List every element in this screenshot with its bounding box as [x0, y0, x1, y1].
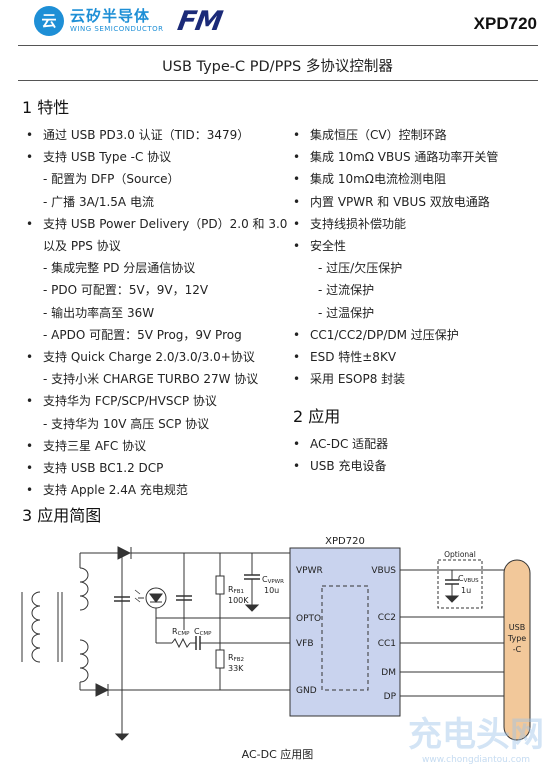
pin-gnd: GND [296, 686, 317, 696]
feature-bullet: 支持 Apple 2.4A 充电规范 [26, 479, 287, 501]
feature-bullet: 安全性 [293, 235, 498, 257]
feature-subitem: - 过温保护 [318, 305, 375, 320]
document-title: USB Type-C PD/PPS 多协议控制器 [162, 59, 393, 75]
usb-connector-label-1: USB [509, 623, 525, 632]
part-number: XPD720 [473, 14, 537, 33]
feature-bullet: 支持 USB Power Delivery（PD）2.0 和 3.0 [26, 213, 287, 235]
pin-dm: DM [381, 668, 396, 678]
cvpwr-label: CVPWR [262, 575, 284, 585]
feature-list-left: 通过 USB PD3.0 认证（TID：3479）支持 USB Type -C … [26, 124, 287, 502]
watermark-logo: 充电头网 www.chongdiantou.com [408, 715, 544, 765]
feature-bullet: ESD 特性±8KV [293, 346, 498, 368]
feature-bullet: 集成恒压（CV）控制环路 [293, 124, 498, 146]
optocoupler-icon [134, 587, 290, 619]
feature-bullet: 集成 10mΩ VBUS 通路功率开关管 [293, 146, 498, 168]
feature-subitem: - 输出功率高至 36W [43, 305, 155, 320]
ccmp-label: CCMP [194, 627, 212, 637]
pin-opto: OPTO [296, 614, 321, 624]
feedback-network [155, 553, 290, 690]
watermark-brand: 充电头网 [408, 715, 544, 755]
company-name-cn: 云矽半导体 [70, 7, 151, 25]
output-rectifier [114, 546, 290, 730]
ground-rail [80, 683, 290, 741]
title-divider [18, 80, 538, 81]
diagram-caption: AC-DC 应用图 [241, 748, 314, 761]
feature-bullet: 内置 VPWR 和 VBUS 双放电通路 [293, 191, 498, 213]
feature-bullet: 通过 USB PD3.0 认证（TID：3479） [26, 124, 287, 146]
pin-vpwr: VPWR [296, 566, 323, 576]
page-header: 云 云矽半导体 WING SEMICONDUCTOR FM XPD720 [0, 0, 555, 46]
section-heading-diagram: 3 应用简图 [22, 506, 102, 525]
feature-bullet: 支持华为 FCP/SCP/HVSCP 协议 [26, 390, 287, 412]
rfb1-label: RFB1 [228, 585, 244, 595]
feature-bullet: 集成 10mΩ电流检测电阻 [293, 168, 498, 190]
chip-name-label: XPD720 [325, 536, 365, 547]
output-side [400, 559, 531, 741]
application-schematic: XPD720 VPWR OPTO VFB GND VBUS CC2 CC1 DM… [21, 536, 531, 741]
watermark-url: www.chongdiantou.com [422, 755, 530, 765]
pin-vbus: VBUS [371, 566, 396, 576]
feature-subitem: - 过压/欠压保护 [318, 261, 403, 276]
cvbus-label: CVBUS [458, 574, 479, 584]
rfb2-value: 33K [228, 664, 244, 673]
company-name-en: WING SEMICONDUCTOR [70, 25, 164, 33]
cvpwr-value: 10u [264, 586, 279, 595]
feature-bullet: AC-DC 适配器 [293, 433, 388, 455]
application-list: AC-DC 适配器USB 充电设备 [293, 433, 388, 478]
feature-bullet: USB 充电设备 [293, 455, 388, 477]
usb-connector-label-3: -C [513, 645, 522, 654]
transformer [21, 552, 118, 690]
feature-bullet: CC1/CC2/DP/DM 过压保护 [293, 324, 498, 346]
feature-subitem: - 过流保护 [318, 283, 375, 298]
feature-subitem: - 支持小米 CHARGE TURBO 27W 协议 [43, 372, 259, 387]
rfb1-value: 100K [228, 596, 249, 605]
chip-internal-switch [321, 585, 369, 691]
feature-bullet: 支持三星 AFC 协议 [26, 435, 287, 457]
section-heading-applications: 2 应用 [293, 407, 341, 426]
feature-list-right: 集成恒压（CV）控制环路集成 10mΩ VBUS 通路功率开关管集成 10mΩ电… [293, 124, 498, 391]
company-logo-icon: 云 [34, 6, 64, 36]
rfb2-label: RFB2 [228, 653, 244, 663]
section-heading-features: 1 特性 [22, 98, 70, 117]
pin-cc1: CC1 [378, 639, 396, 649]
usb-connector-label-2: Type [507, 634, 526, 643]
feature-bullet: 支持 USB BC1.2 DCP [26, 457, 287, 479]
optional-label: Optional [444, 550, 476, 559]
pin-cc2: CC2 [378, 613, 396, 623]
feature-bullet: 支持线损补偿功能 [293, 213, 498, 235]
feature-bullet: 支持 USB Type -C 协议 [26, 146, 287, 168]
rcmp-label: RCMP [172, 627, 190, 637]
xpd720-chip [289, 547, 401, 717]
feature-bullet: 支持 Quick Charge 2.0/3.0/3.0+协议 [26, 346, 287, 368]
feature-subitem: - PDO 可配置：5V，9V，12V [43, 283, 209, 298]
feature-subitem: - 配置为 DFP（Source） [43, 172, 180, 187]
feature-subitem: - 广播 3A/1.5A 电流 [43, 194, 154, 209]
pin-dp: DP [384, 692, 397, 702]
feature-subitem: - APDO 可配置：5V Prog，9V Prog [43, 327, 242, 342]
cvbus-value: 1u [461, 586, 471, 595]
feature-subitem: - 集成完整 PD 分层通信协议 [43, 261, 196, 276]
pin-vfb: VFB [296, 639, 314, 649]
feature-subitem: - 支持华为 10V 高压 SCP 协议 [43, 416, 210, 431]
feature-bullet: 采用 ESOP8 封装 [293, 368, 498, 390]
feature-subitem: 以及 PPS 协议 [43, 239, 121, 254]
fm-brand-logo: FM [175, 6, 225, 37]
header-divider [18, 45, 538, 46]
